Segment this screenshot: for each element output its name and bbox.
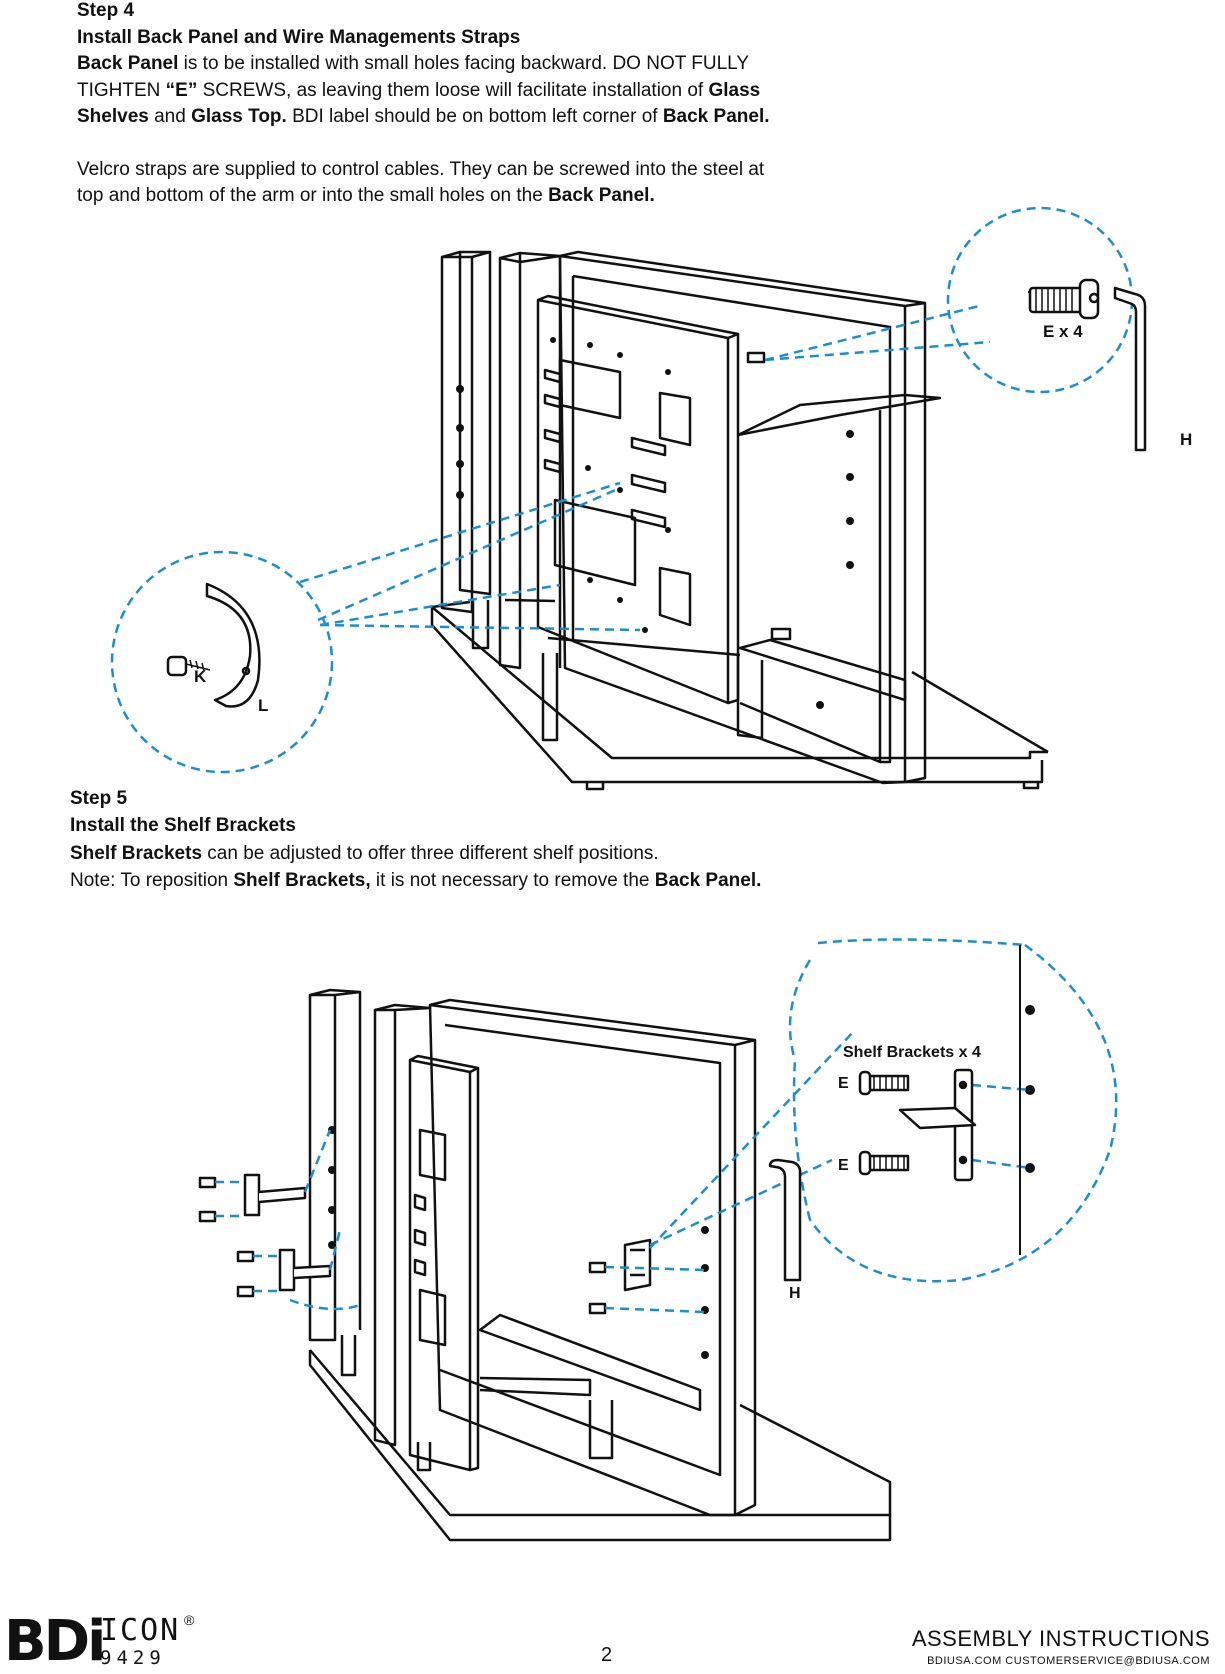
text-run: is to be installed with small holes faci… [77,53,749,101]
step4-tool-label: H [1180,430,1192,449]
product-name: ICON [100,1613,181,1648]
step5-holes [328,1005,1035,1359]
velcro-k-label: K [194,667,207,686]
screw-callout-label: E x 4 [1043,322,1083,341]
step4-holes [456,337,854,709]
step4-title: Step 4 [77,0,135,21]
step4-velcro-detail [166,582,261,708]
bold-back-panel-4: Back Panel. [654,869,762,891]
bold-e: “E” [165,79,198,101]
step5-bracket-detail [858,945,1021,1255]
step5-paragraph-2: Note: To reposition Shelf Brackets, it i… [70,868,770,895]
text-run: it is not necessary to remove the [370,869,655,891]
step5-subtitle: Install the Shelf Brackets [70,814,296,836]
step5-text: Step 5 Install the Shelf Brackets Shelf … [70,786,770,894]
bracket-screw-e1-label: E [838,1075,849,1092]
footer-contact: BDIUSA.COM CUSTOMERSERVICE@BDIUSA.COM [927,1655,1210,1667]
text-run: Velcro straps are supplied to control ca… [77,158,765,207]
step4-paragraph-1: Back Panel is to be installed with small… [77,51,777,131]
bold-glass-top: Glass Top. [191,106,287,127]
bracket-screw-e2-label: E [838,1157,849,1174]
bracket-callout-title: Shelf Brackets x 4 [843,1044,981,1061]
step4-allen-key-icon [1113,286,1147,452]
step5-paragraph-1: Shelf Brackets can be adjusted to offer … [70,841,770,868]
text-run: can be adjusted to offer three different… [202,843,659,864]
bold-glass-shelves: Glass Shelves [77,79,761,128]
bold-shelf-brackets-2: Shelf Brackets, [233,869,371,891]
step4-screw-e-detail [1027,278,1100,320]
step5-stand-drawing [198,988,892,1542]
brand-logo: BDi [4,1609,106,1674]
step4-subtitle: Install Back Panel and Wire Managements … [77,26,521,48]
bold-shelf-brackets: Shelf Brackets [70,843,203,864]
model-number: 9429 [100,1647,166,1669]
step4-paragraph-2: Velcro straps are supplied to control ca… [77,157,777,210]
step5-title: Step 5 [70,788,128,809]
page-number: 2 [601,1644,613,1666]
bold-back-panel: Back Panel [77,53,179,74]
footer-heading: ASSEMBLY INSTRUCTIONS [911,1626,1210,1651]
step4-stand-drawing [430,250,1049,791]
step5-callout-lines [215,938,1118,1314]
text-run: and [148,106,192,127]
step4-text: Step 4 Install Back Panel and Wire Manag… [77,0,777,210]
step5-tool-label: H [789,1285,801,1302]
step5-allen-key-icon [768,1158,802,1282]
step4-callout-lines [110,206,1134,774]
bold-back-panel-3: Back Panel. [548,185,655,206]
velcro-callout-circle [110,550,334,774]
text-run: BDI label should be on bottom left corne… [286,106,663,127]
text-run: Note: To reposition [70,869,234,891]
velcro-l-label: L [258,696,268,715]
registered-mark: ® [184,1612,195,1628]
text-run: SCREWS, as leaving them loose will facil… [197,79,709,101]
bold-back-panel-2: Back Panel. [662,106,770,127]
